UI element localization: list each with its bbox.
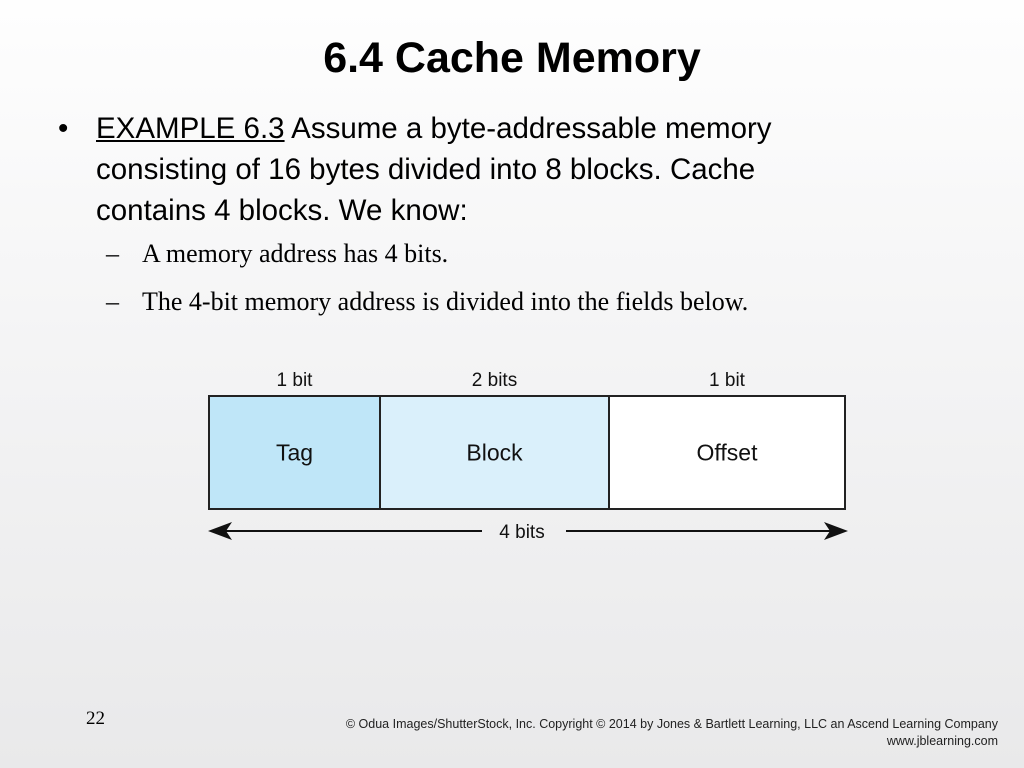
total-bits-arrow: 4 bits bbox=[208, 522, 848, 543]
slide-title: 6.4 Cache Memory bbox=[323, 34, 701, 82]
copyright-line: © Odua Images/ShutterStock, Inc. Copyrig… bbox=[345, 717, 998, 731]
sub-bullet-item: – The 4-bit memory address is divided in… bbox=[58, 285, 958, 319]
arrow-head-right bbox=[824, 522, 848, 540]
block-field-label: Block bbox=[466, 440, 523, 466]
arrow-head-left bbox=[208, 522, 232, 540]
sub-bullet-text: The 4-bit memory address is divided into… bbox=[142, 287, 749, 316]
example-link[interactable]: EXAMPLE 6.3 bbox=[96, 112, 285, 145]
sub-bullet-item: – A memory address has 4 bits. bbox=[58, 237, 958, 271]
publisher-url: www.jblearning.com bbox=[886, 734, 998, 748]
offset-field-label: Offset bbox=[697, 440, 759, 466]
total-bits-label: 4 bits bbox=[499, 522, 544, 543]
tag-field-box bbox=[208, 395, 381, 510]
offset-bits-label: 1 bit bbox=[709, 370, 746, 391]
block-field-box bbox=[379, 395, 610, 510]
bullet-text-line-3: contains 4 blocks. We know: bbox=[96, 194, 468, 227]
bullet-item: • EXAMPLE 6.3 Assume a byte-addressable … bbox=[58, 108, 958, 231]
sub-bullet-text: A memory address has 4 bits. bbox=[142, 239, 449, 268]
bullet-marker: • bbox=[58, 112, 69, 145]
tag-bits-label: 1 bit bbox=[277, 370, 314, 391]
page-number: 22 bbox=[86, 708, 105, 729]
sub-bullet-marker: – bbox=[106, 287, 119, 316]
offset-field-box bbox=[608, 395, 846, 510]
bullet-text-line-2: consisting of 16 bytes divided into 8 bl… bbox=[96, 153, 756, 186]
tag-field-label: Tag bbox=[276, 440, 313, 466]
copyright-notice: © Odua Images/ShutterStock, Inc. Copyrig… bbox=[346, 716, 998, 750]
bullet-list: • EXAMPLE 6.3 Assume a byte-addressable … bbox=[58, 108, 958, 319]
block-bits-label: 2 bits bbox=[472, 370, 517, 391]
bullet-text-line-1: Assume a byte-addressable memory bbox=[284, 112, 772, 145]
sub-bullet-marker: – bbox=[106, 239, 119, 268]
